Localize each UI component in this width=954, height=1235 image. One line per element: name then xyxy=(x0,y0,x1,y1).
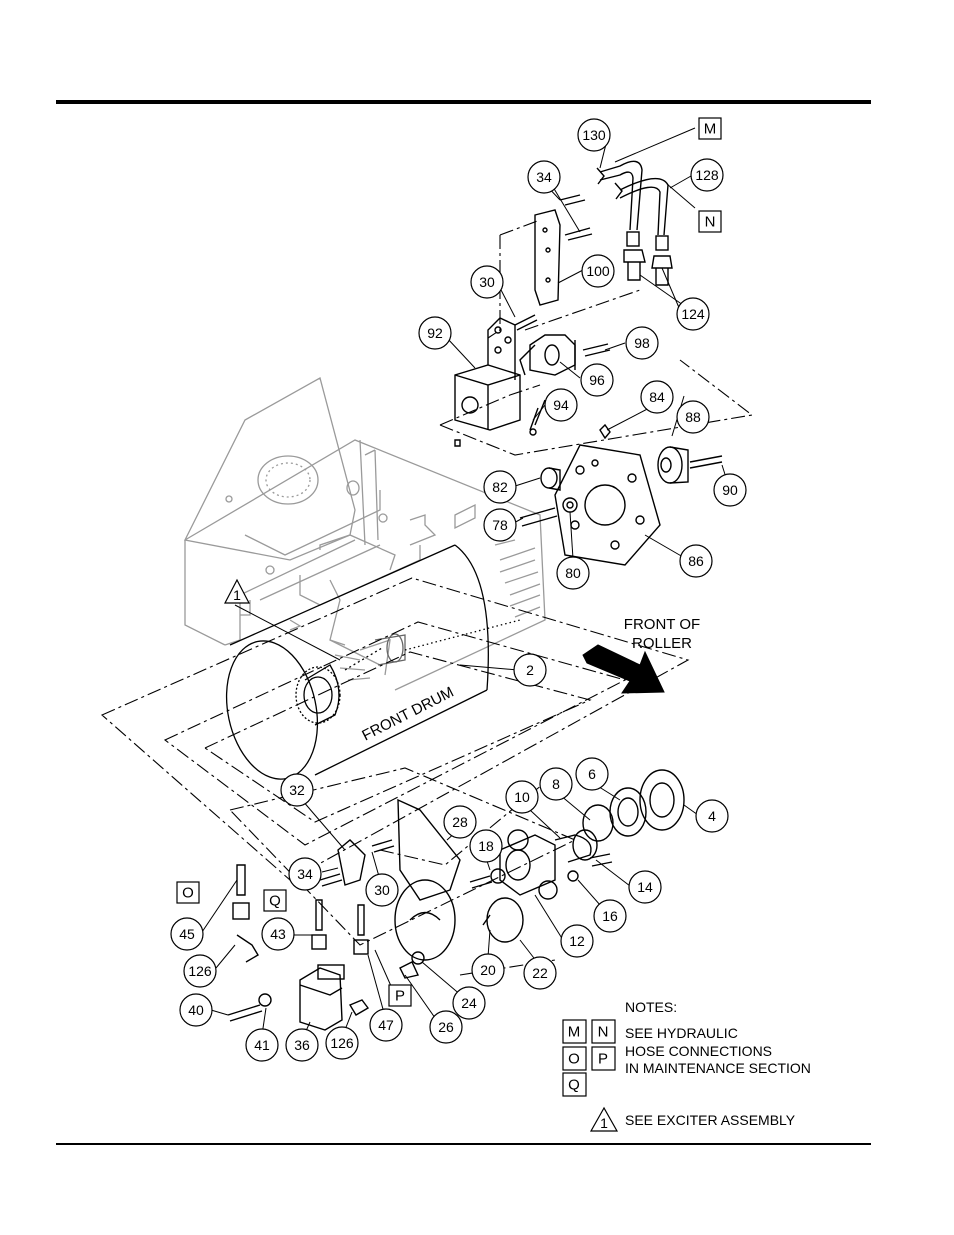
drive-components xyxy=(320,770,684,978)
callout-82: 82 xyxy=(492,479,508,495)
callout-26: 26 xyxy=(438,1019,454,1035)
letter-o: O xyxy=(182,885,194,902)
letter-m: M xyxy=(704,121,717,138)
callout-41: 41 xyxy=(254,1037,270,1053)
callout-14: 14 xyxy=(637,879,653,895)
notes-title: NOTES: xyxy=(625,999,677,1015)
notes-letter-q: Q xyxy=(568,1077,580,1094)
front-drum-label: FRONT DRUM xyxy=(359,684,456,745)
callout-4: 4 xyxy=(708,808,716,824)
notes-triangle-number: 1 xyxy=(600,1115,608,1131)
callout-128: 128 xyxy=(695,167,719,183)
callout-130: 130 xyxy=(582,127,606,143)
letter-p: P xyxy=(395,988,405,1005)
callout-24: 24 xyxy=(461,995,477,1011)
callout-94: 94 xyxy=(553,397,569,413)
notes-line-3: IN MAINTENANCE SECTION xyxy=(625,1060,811,1076)
callout-98: 98 xyxy=(634,335,650,351)
notes-letter-n: N xyxy=(598,1024,609,1041)
pump-assembly xyxy=(228,865,368,1030)
notes-letter-p: P xyxy=(598,1051,608,1068)
callout-126: 126 xyxy=(188,963,212,979)
front-of-roller-label-line1: FRONT OF xyxy=(624,616,700,633)
callout-12: 12 xyxy=(569,933,585,949)
callout-30: 30 xyxy=(479,274,495,290)
callout-numbers: 130 34 100 30 92 98 96 94 124 128 84 88 … xyxy=(179,127,738,1053)
letter-q: Q xyxy=(269,893,281,910)
callout-18: 18 xyxy=(478,838,494,854)
callout-10: 10 xyxy=(514,789,530,805)
letter-n: N xyxy=(705,214,716,231)
notes-legend: NOTES: M N O P Q SEE HYDRAULIC HOSE CONN… xyxy=(563,999,811,1131)
front-of-roller-label-line2: ROLLER xyxy=(632,635,692,652)
front-of-roller-arrow xyxy=(583,645,664,693)
callout-88: 88 xyxy=(685,409,701,425)
callout-group xyxy=(171,119,746,1061)
callout-16: 16 xyxy=(602,908,618,924)
callout-126-lower: 126 xyxy=(330,1035,354,1051)
callout-90: 90 xyxy=(722,482,738,498)
triangle-callout-1-number: 1 xyxy=(233,587,241,603)
triangle-callout-1: 1 xyxy=(225,580,249,603)
callout-78: 78 xyxy=(492,517,508,533)
callout-96: 96 xyxy=(589,372,605,388)
callout-34-lower: 34 xyxy=(297,866,313,882)
callout-34: 34 xyxy=(536,169,552,185)
callout-2: 2 xyxy=(526,662,534,678)
notes-triangle-text: SEE EXCITER ASSEMBLY xyxy=(625,1112,796,1128)
callout-8: 8 xyxy=(552,776,560,792)
callout-86: 86 xyxy=(688,553,704,569)
callout-32: 32 xyxy=(289,782,305,798)
callout-28: 28 xyxy=(452,814,468,830)
notes-letter-o: O xyxy=(568,1051,580,1068)
callout-36: 36 xyxy=(294,1037,310,1053)
callout-43: 43 xyxy=(270,926,286,942)
callout-22: 22 xyxy=(532,965,548,981)
callout-30-lower: 30 xyxy=(374,882,390,898)
callout-40: 40 xyxy=(188,1002,204,1018)
callout-84: 84 xyxy=(649,389,665,405)
callout-20: 20 xyxy=(480,962,496,978)
notes-letter-m: M xyxy=(568,1024,581,1041)
callout-100: 100 xyxy=(586,263,610,279)
callout-45: 45 xyxy=(179,926,195,942)
motor-mount-assembly xyxy=(455,195,610,526)
notes-line-1: SEE HYDRAULIC xyxy=(625,1025,738,1041)
callout-47: 47 xyxy=(378,1017,394,1033)
callout-92: 92 xyxy=(427,325,443,341)
notes-line-2: HOSE CONNECTIONS xyxy=(625,1043,772,1059)
callout-6: 6 xyxy=(588,766,596,782)
callout-80: 80 xyxy=(565,565,581,581)
callout-124: 124 xyxy=(681,306,705,322)
